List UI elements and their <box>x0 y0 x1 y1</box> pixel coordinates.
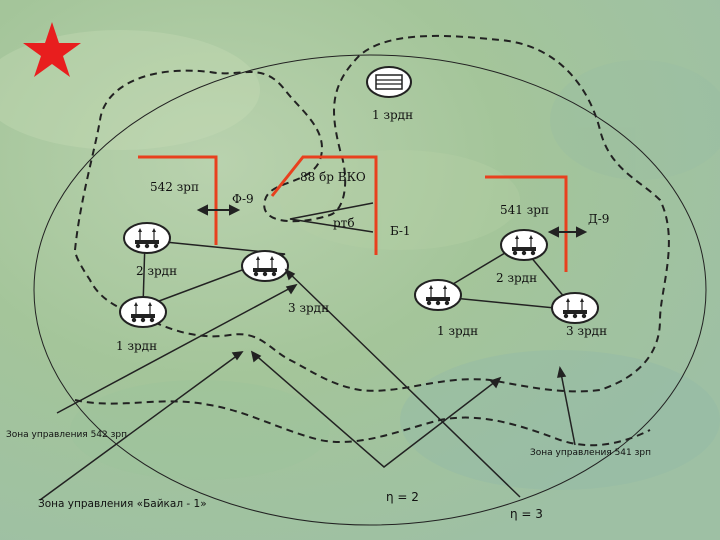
brigade-label: 88 бр ВКО <box>300 170 366 184</box>
sam-launcher-icon-left-3 <box>241 250 289 282</box>
red-star-icon <box>23 22 81 77</box>
sam-launcher-icon-right-3 <box>551 292 599 324</box>
command-post-icon <box>366 66 412 98</box>
eta-2-label: η = 2 <box>386 490 419 504</box>
d9-label: Д-9 <box>588 212 610 226</box>
left-1-zrdn-label: 1 зрдн <box>116 339 158 353</box>
zone-boundary-lower <box>74 399 651 447</box>
zone-542-label: Зона управления 542 зрп <box>6 430 127 440</box>
right-2-zrdn-label: 2 зрдн <box>496 271 538 285</box>
f9-link-arrow <box>196 204 241 216</box>
sam-launcher-icon-left-2 <box>123 222 171 254</box>
pointer-lines <box>39 268 576 501</box>
outer-ellipse <box>33 54 707 526</box>
b1-label: Б-1 <box>390 224 411 238</box>
left-2-zrdn-label: 2 зрдн <box>136 264 178 278</box>
zrp541-label: 541 зрп <box>500 203 549 217</box>
d9-link-arrow <box>547 226 588 238</box>
left-3-zrdn-label: 3 зрдн <box>288 301 330 315</box>
rtb-label: ртб <box>333 216 355 230</box>
zone-baikal-label: Зона управления «Байкал - 1» <box>38 498 207 510</box>
right-1-zrdn-label: 1 зрдн <box>437 324 479 338</box>
f9-label: Ф-9 <box>232 192 254 206</box>
zone-541-label: Зона управления 541 зрп <box>530 448 651 458</box>
brigade-flag <box>270 155 378 255</box>
top-battalion-label: 1 зрдн <box>372 108 414 122</box>
zrp541-flag <box>485 175 568 272</box>
right-3-zrdn-label: 3 зрдн <box>566 324 608 338</box>
sam-launcher-icon-right-2 <box>500 229 548 261</box>
left-group-link <box>142 239 286 308</box>
rtb-wedge <box>289 202 374 233</box>
sam-launcher-icon-right-1 <box>414 279 462 311</box>
zrp542-label: 542 зрп <box>150 180 199 194</box>
right-group-link <box>432 243 577 311</box>
sam-launcher-icon-left-1 <box>119 296 167 328</box>
eta-3-label: η = 3 <box>510 507 543 521</box>
zrp542-flag <box>138 155 218 245</box>
